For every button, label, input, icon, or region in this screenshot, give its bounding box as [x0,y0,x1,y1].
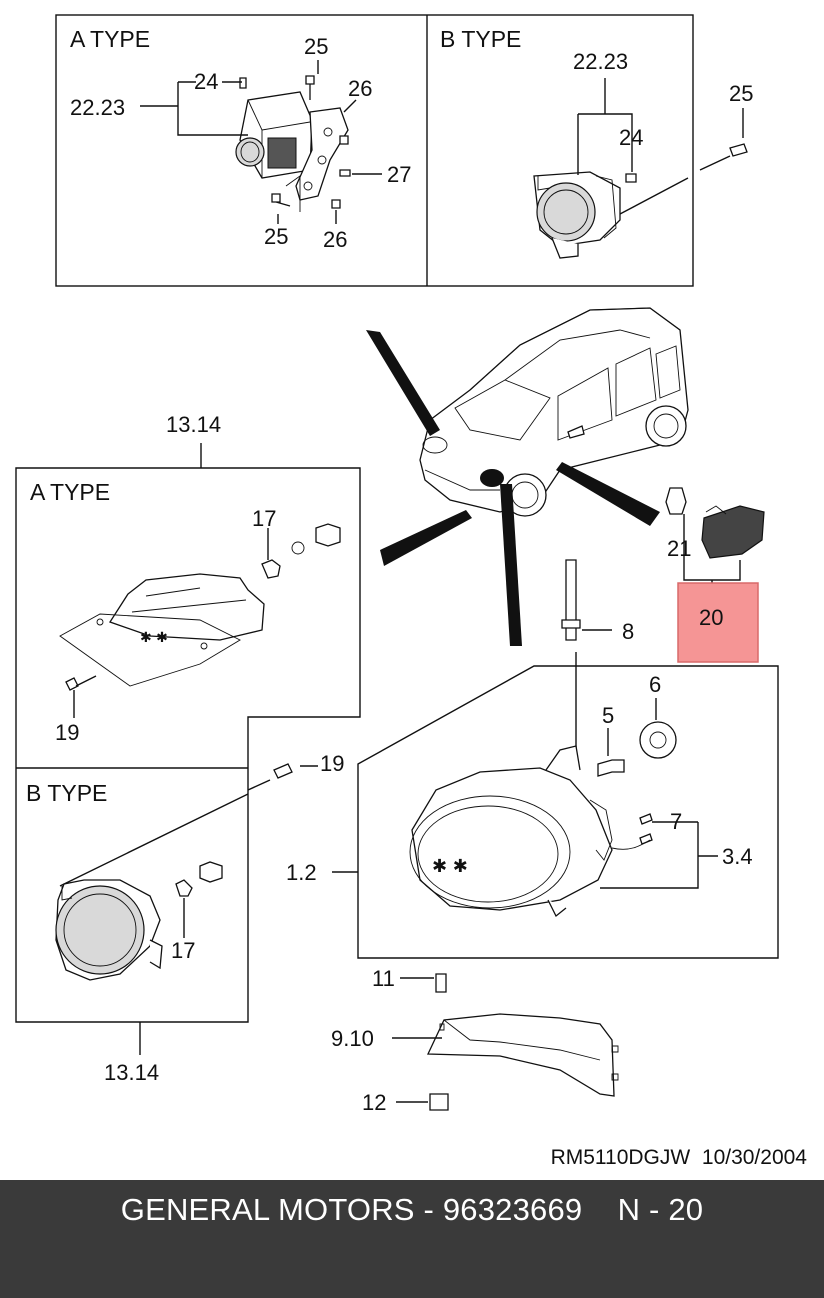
footer-part-info: GENERAL MOTORS - 96323669 N - 20 [120,1192,704,1227]
fog-b-label-24: 24 [619,125,643,150]
front-a-label-19: 19 [55,720,79,745]
front-lamp-b-drawing [55,763,293,981]
label-21: 21 [667,536,691,561]
fog-a-label-27: 27 [387,162,411,187]
front-lamp-group: 13.14 13.14 A TYPE ✱ ✱ 17 19 B TYPE [15,412,361,1085]
headlamp-label-1-2: 1.2 [286,860,317,885]
footer-bar [0,1180,824,1298]
fog-lamp-a-drawing [235,75,351,212]
headlamp-label-8: 8 [622,619,634,644]
fog-b-label-22-23: 22.23 [573,49,628,74]
label-11: 11 [372,966,395,991]
fog-a-label-25-bottom: 25 [264,224,288,249]
label-13-14-bottom: 13.14 [104,1060,159,1085]
headlamp-label-7: 7 [670,809,682,834]
fog-b-label-25: 25 [729,81,753,106]
fog-lamp-group: A TYPE 25 2 [55,14,753,287]
front-a-type-title: A TYPE [30,479,110,505]
headlamp-group: 1.2 ✱ ✱ 8 6 5 7 3.4 [286,559,779,959]
front-b-type-title: B TYPE [26,780,107,806]
fog-a-label-25-top: 25 [304,34,328,59]
svg-text:✱ ✱: ✱ ✱ [432,856,468,877]
headlamp-label-5: 5 [602,703,614,728]
car-drawing [366,307,689,646]
molding-group [426,973,619,1111]
label-20-highlighted: 20 [699,605,723,630]
front-lamp-a-drawing: ✱ ✱ [59,523,341,691]
side-repeater-group: 21 20 [665,487,765,663]
front-a-label-17: 17 [252,506,276,531]
headlamp-label-6: 6 [649,672,661,697]
front-b-label-19: 19 [320,751,344,776]
fog-a-label-22-23: 22.23 [70,95,125,120]
label-13-14-top: 13.14 [166,412,221,437]
label-12: 12 [362,1090,386,1115]
front-b-label-17: 17 [171,938,195,963]
headlamp-drawing: ✱ ✱ [409,559,677,918]
fog-a-label-24: 24 [194,69,218,94]
fog-b-type-title: B TYPE [440,26,521,52]
headlamp-label-3-4: 3.4 [722,844,753,869]
fog-a-label-26-top: 26 [348,76,372,101]
label-9-10: 9.10 [331,1026,374,1051]
fog-a-label-26-bottom: 26 [323,227,347,252]
fog-a-type-title: A TYPE [70,26,150,52]
highlight-box-20 [677,582,759,663]
fog-lamp-b-drawing [533,143,748,259]
svg-text:✱ ✱: ✱ ✱ [140,630,168,646]
document-reference: RM5110DGJW 10/30/2004 [551,1146,808,1169]
